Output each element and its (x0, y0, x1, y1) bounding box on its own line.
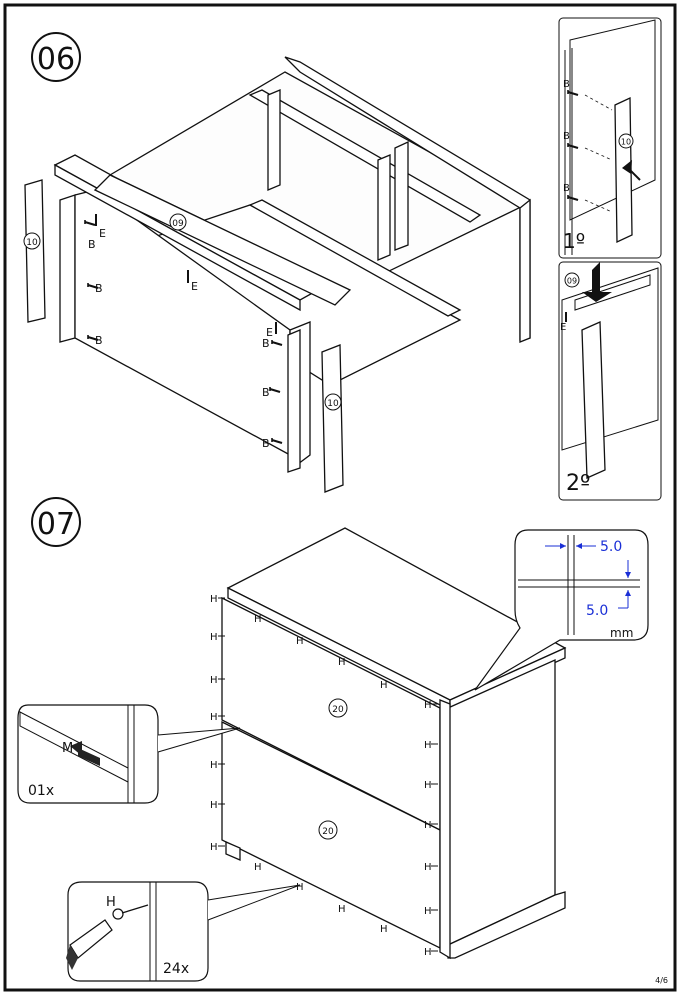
svg-text:H: H (380, 680, 388, 691)
label-part-10-right: 10 (324, 393, 342, 411)
step-06: 06 (23, 17, 662, 501)
svg-text:09: 09 (172, 219, 184, 229)
svg-text:H: H (254, 614, 262, 625)
svg-text:20: 20 (322, 827, 334, 837)
gap-value-vertical: 5.0 (586, 603, 608, 619)
svg-text:B: B (563, 79, 570, 90)
screws-e: E E E (95, 214, 277, 339)
sequence-second: 2º (566, 471, 590, 496)
label-part-09: 09 (169, 213, 187, 231)
svg-text:10: 10 (26, 238, 38, 248)
svg-text:H: H (424, 947, 432, 958)
gap-value-horizontal: 5.0 (600, 539, 622, 555)
handle-m-label: M (62, 741, 73, 756)
detail-2: 09 E 2º (558, 261, 662, 501)
quantity-24x: 24x (163, 961, 189, 977)
step-07: 07 20 20 (17, 497, 649, 982)
svg-text:B: B (95, 334, 103, 347)
label-part-10-left: 10 (23, 232, 41, 250)
svg-text:E: E (99, 227, 106, 240)
svg-text:B: B (95, 282, 103, 295)
svg-text:E: E (560, 322, 566, 333)
svg-text:H: H (338, 657, 346, 668)
svg-text:H: H (424, 780, 432, 791)
svg-text:H: H (210, 632, 218, 643)
svg-text:H: H (424, 862, 432, 873)
quantity-01x: 01x (28, 783, 54, 799)
label-drawer-bottom: 20 (318, 820, 338, 840)
detail-1: 10 B B B 1º (558, 17, 662, 259)
svg-text:B: B (262, 386, 270, 399)
svg-text:B: B (262, 337, 270, 350)
sequence-first: 1º (563, 229, 585, 253)
svg-text:H: H (338, 904, 346, 915)
svg-text:H: H (210, 594, 218, 605)
handle-m-callout: M 01x (17, 704, 241, 804)
gap-unit: mm (610, 626, 633, 640)
nail-h-callout: H 24x (66, 881, 301, 982)
label-drawer-top: 20 (328, 698, 348, 718)
svg-text:B: B (563, 183, 570, 194)
svg-text:H: H (210, 712, 218, 723)
carcass-drawing (53, 56, 531, 473)
svg-text:20: 20 (332, 705, 344, 715)
step-07-badge (31, 497, 81, 547)
svg-text:10: 10 (621, 138, 631, 147)
svg-text:H: H (380, 924, 388, 935)
svg-text:H: H (424, 906, 432, 917)
step-06-badge (31, 32, 81, 82)
svg-text:H: H (424, 740, 432, 751)
svg-text:09: 09 (567, 277, 577, 286)
step-06-number: 06 (37, 42, 75, 77)
gap-dimension-callout: 5.0 5.0 mm (474, 529, 649, 691)
nail-h-label: H (106, 895, 116, 910)
svg-text:H: H (296, 636, 304, 647)
screws-b: B B B B B B (83, 218, 284, 450)
svg-text:H: H (210, 675, 218, 686)
svg-text:B: B (563, 131, 570, 142)
side-strip-right (321, 344, 344, 493)
svg-text:H: H (424, 820, 432, 831)
svg-text:H: H (296, 882, 304, 893)
svg-text:B: B (262, 437, 270, 450)
svg-text:B: B (88, 238, 96, 251)
chest-drawing (221, 527, 567, 960)
svg-text:H: H (424, 700, 432, 711)
step-07-number: 07 (37, 507, 75, 542)
page-frame (3, 3, 677, 992)
svg-text:E: E (191, 280, 198, 293)
page-number: 4/6 (655, 976, 668, 985)
nails-h: H H H H H H H H H H H H H H H H H H H H … (210, 594, 439, 958)
svg-text:H: H (210, 842, 218, 853)
svg-text:10: 10 (327, 399, 339, 409)
side-strip-left (24, 179, 46, 323)
svg-text:H: H (210, 760, 218, 771)
svg-text:E: E (266, 326, 273, 339)
svg-text:H: H (254, 862, 262, 873)
svg-text:H: H (210, 800, 218, 811)
